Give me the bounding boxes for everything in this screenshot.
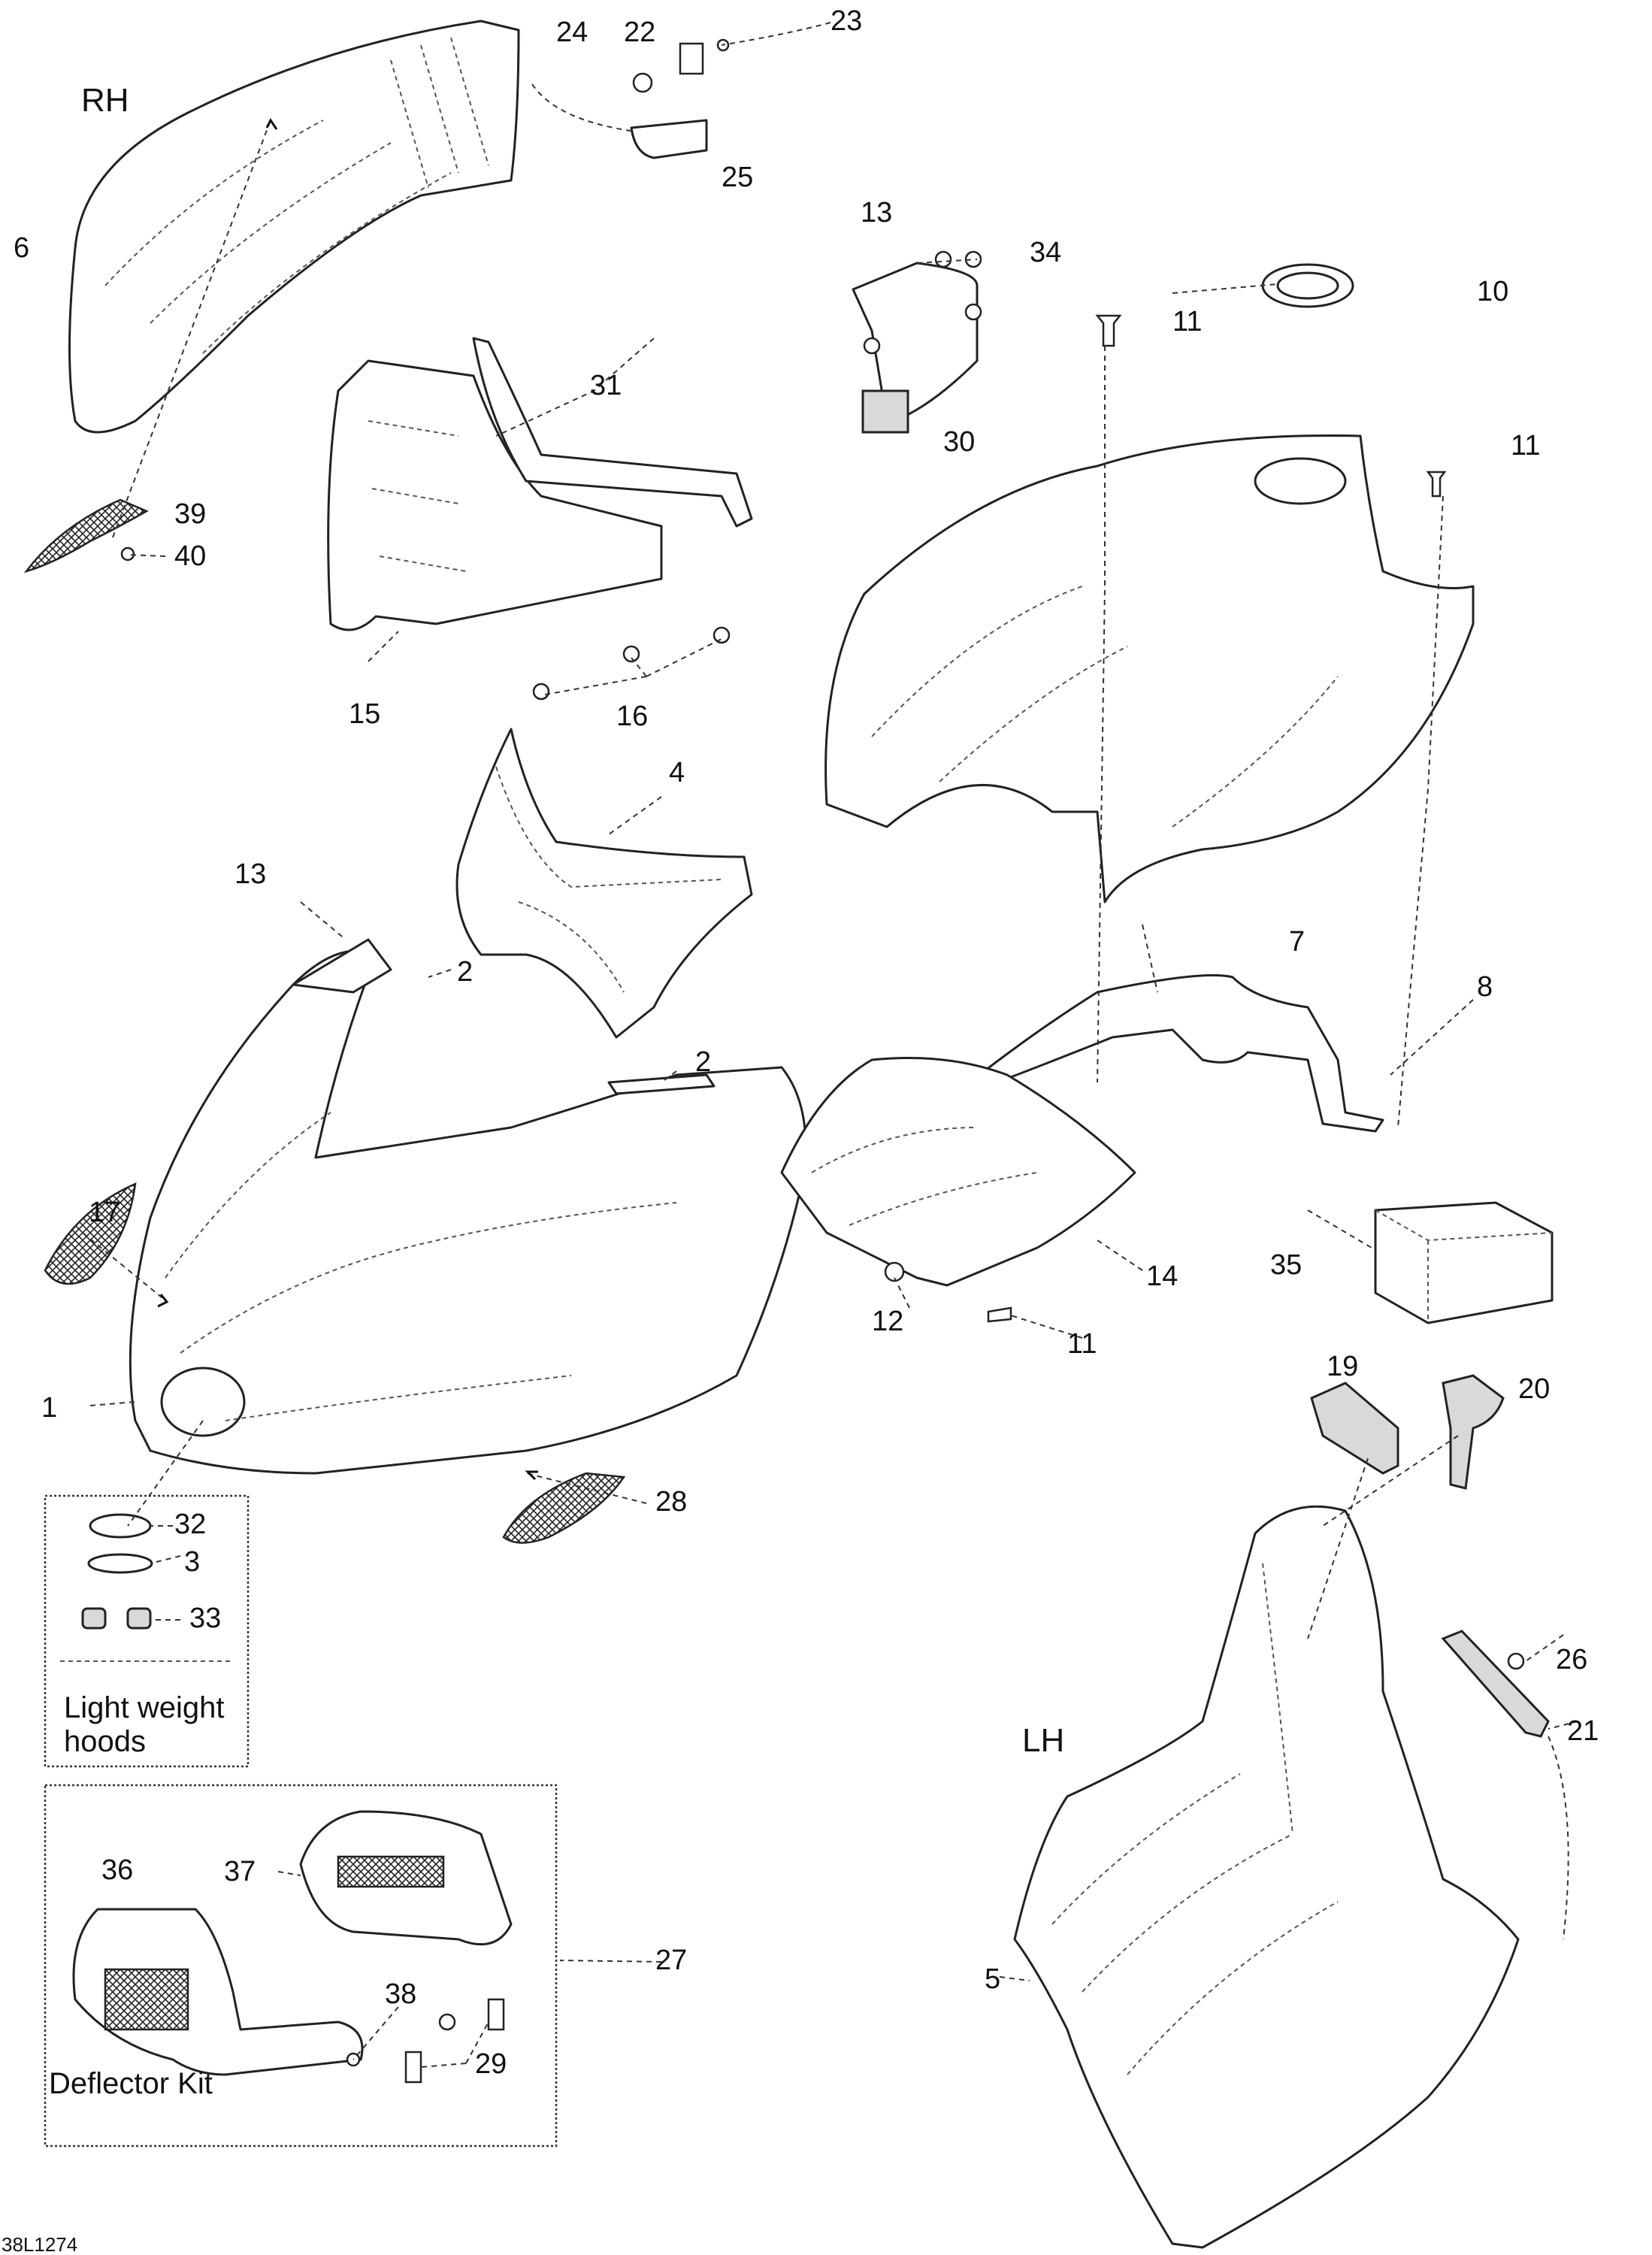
callout-40: 40 bbox=[174, 540, 206, 572]
callout-31: 31 bbox=[590, 370, 622, 401]
gauge-bracket bbox=[852, 250, 982, 434]
light-weight-hoods-box: Light weight hoods bbox=[44, 1494, 250, 1768]
callout-30: 30 bbox=[943, 426, 975, 458]
callout-1: 1 bbox=[41, 1392, 57, 1424]
callout-33: 33 bbox=[189, 1603, 221, 1634]
callout-20: 20 bbox=[1518, 1373, 1550, 1405]
callout-25: 25 bbox=[722, 162, 753, 193]
callout-16: 16 bbox=[616, 701, 648, 732]
callout-21: 21 bbox=[1567, 1715, 1599, 1747]
callout-26: 26 bbox=[1556, 1644, 1587, 1675]
bracket-clip bbox=[630, 38, 730, 159]
callout-11b: 11 bbox=[1511, 430, 1540, 462]
callout-36: 36 bbox=[101, 1854, 133, 1886]
callout-38: 38 bbox=[385, 1978, 416, 2010]
callout-3: 3 bbox=[184, 1546, 200, 1578]
small-vent-grille bbox=[23, 498, 149, 574]
callout-4: 4 bbox=[669, 757, 685, 788]
screws bbox=[987, 314, 1447, 1323]
callout-32: 32 bbox=[174, 1509, 206, 1540]
deflector-kit-box: Deflector Kit bbox=[44, 1784, 558, 2148]
rh-side-panel bbox=[68, 20, 520, 434]
callout-11c: 11 bbox=[1067, 1328, 1097, 1360]
callout-11a: 11 bbox=[1172, 306, 1202, 337]
callout-10: 10 bbox=[1477, 276, 1508, 307]
callout-2a: 2 bbox=[457, 956, 473, 988]
console bbox=[824, 434, 1475, 904]
callout-12: 12 bbox=[872, 1306, 903, 1337]
callouts: 24 22 23 25 6 39 40 31 15 16 13 34 30 10… bbox=[14, 5, 1599, 2080]
left-vent-grille bbox=[44, 1182, 137, 1285]
leader-lines bbox=[82, 22, 1579, 2068]
windshield-upper bbox=[455, 728, 753, 1039]
callout-5: 5 bbox=[985, 1963, 1000, 1995]
callout-37: 37 bbox=[224, 1856, 256, 1887]
lh-label: LH bbox=[1022, 1722, 1064, 1759]
light-weight-hoods-title-1: Light weight bbox=[64, 1691, 224, 1724]
callout-24: 24 bbox=[556, 17, 588, 48]
callout-13b: 13 bbox=[234, 858, 266, 890]
callout-13a: 13 bbox=[861, 197, 892, 229]
callout-27: 27 bbox=[655, 1945, 687, 1976]
callout-39: 39 bbox=[174, 498, 206, 530]
support-bracket bbox=[968, 974, 1384, 1133]
lh-side-panel bbox=[1013, 1505, 1520, 2249]
light-weight-hoods-title-2: hoods bbox=[64, 1725, 146, 1758]
callout-34: 34 bbox=[1030, 237, 1061, 268]
callout-22: 22 bbox=[624, 17, 655, 48]
callout-6: 6 bbox=[14, 232, 29, 264]
air-intake bbox=[780, 1057, 1136, 1287]
rh-label: RH bbox=[81, 82, 129, 119]
callout-29: 29 bbox=[475, 2048, 507, 2080]
deflector-kit-title: Deflector Kit bbox=[49, 2067, 213, 2100]
front-vent-grille bbox=[502, 1472, 626, 1544]
inner-panel bbox=[327, 337, 753, 701]
foam-block bbox=[1374, 1201, 1554, 1324]
callout-23: 23 bbox=[831, 5, 862, 37]
callout-7: 7 bbox=[1289, 926, 1305, 958]
latch-parts bbox=[1310, 1374, 1505, 1490]
figure-id: 38L1274 bbox=[2, 2233, 77, 2255]
gasket-ring-inner bbox=[1276, 271, 1339, 300]
callout-35: 35 bbox=[1270, 1249, 1302, 1281]
callout-19: 19 bbox=[1327, 1351, 1358, 1382]
callout-2b: 2 bbox=[695, 1046, 711, 1078]
callout-28: 28 bbox=[655, 1486, 687, 1518]
main-hood bbox=[129, 938, 807, 1475]
callout-15: 15 bbox=[349, 698, 380, 730]
handle-strap bbox=[1441, 1630, 1550, 1738]
callout-8: 8 bbox=[1477, 971, 1493, 1003]
callout-17: 17 bbox=[89, 1197, 120, 1228]
callout-14: 14 bbox=[1146, 1261, 1178, 1292]
